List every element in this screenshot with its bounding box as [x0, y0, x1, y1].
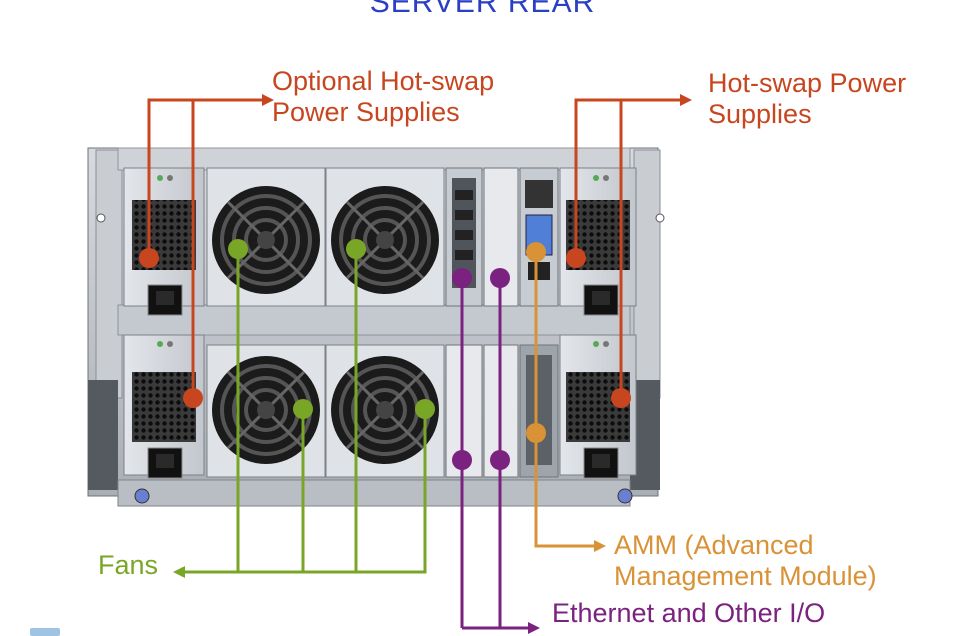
optional-psu-label-line-2: Power Supplies	[272, 97, 460, 127]
diagram-title: SERVER REAR	[369, 0, 596, 19]
fan-dot-4	[415, 399, 435, 419]
ethernet-label: Ethernet and Other I/O	[552, 598, 826, 628]
amm-arrow	[594, 540, 606, 552]
fan-dot-2	[346, 239, 366, 259]
io-dot-3	[452, 450, 472, 470]
power-supply-top-right	[559, 167, 637, 316]
amm-modules	[519, 167, 559, 478]
fans-arrow	[173, 566, 185, 578]
psu-arrow	[680, 94, 692, 106]
optional-psu-dot-top	[139, 248, 159, 268]
psu-dot-top	[566, 248, 586, 268]
fan-top-left	[206, 167, 326, 307]
optional-psu-connectors	[147, 98, 262, 398]
fan-dot-3	[293, 399, 313, 419]
fan-connectors	[185, 249, 427, 574]
psu-connectors	[574, 98, 680, 398]
amm-label-line-2: Management Module)	[614, 561, 877, 591]
io-dot-2	[490, 268, 510, 288]
amm-label: AMM (Advanced Management Module)	[614, 530, 877, 592]
fan-top-right	[325, 167, 445, 307]
fans-label: Fans	[98, 550, 159, 580]
io-dot-1	[452, 268, 472, 288]
psu-dot-bottom	[611, 388, 631, 408]
io-modules	[445, 167, 519, 478]
io-arrow	[528, 622, 540, 634]
amm-label-line-1: AMM (Advanced	[614, 530, 814, 560]
slide-icon	[30, 628, 60, 636]
optional-psu-dot-bottom	[183, 388, 203, 408]
amm-connectors	[534, 252, 594, 548]
amm-dot-top	[526, 242, 546, 262]
io-dot-4	[490, 450, 510, 470]
psu-label-line-2: Supplies	[708, 99, 812, 129]
fan-dot-1	[228, 239, 248, 259]
optional-psu-label: Optional Hot-swap Power Supplies	[272, 66, 494, 128]
psu-label: Hot-swap Power Supplies	[708, 68, 906, 130]
optional-psu-arrow	[262, 94, 274, 106]
amm-dot-bottom	[526, 423, 546, 443]
optional-psu-label-line-1: Optional Hot-swap	[272, 66, 495, 96]
psu-label-line-1: Hot-swap Power	[708, 68, 907, 98]
